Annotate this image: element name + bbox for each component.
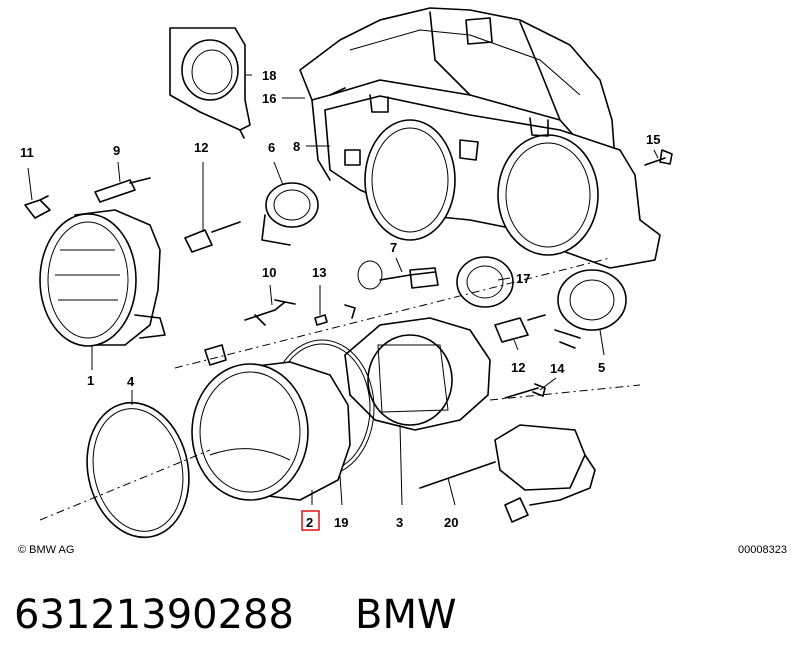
callout-6: 6 (268, 140, 275, 155)
carrier-frame-part-8 (324, 94, 661, 269)
callout-7: 7 (390, 240, 397, 255)
ring-part-4 (86, 401, 190, 539)
clip-part-13 (314, 304, 356, 326)
headlight-part-1 (39, 209, 166, 347)
wire-part-7 (357, 260, 439, 290)
callout-4: 4 (127, 374, 135, 389)
bulb-part-11 (24, 195, 51, 219)
copyright-label: © BMW AG (18, 544, 74, 556)
housing-part-16 (299, 7, 616, 181)
callout-15: 15 (646, 132, 660, 147)
callout-18: 18 (262, 68, 276, 83)
holder-part-6 (261, 182, 319, 246)
callout-12-lower: 12 (511, 360, 525, 375)
motor-part-20 (419, 424, 596, 523)
screw-part-14 (504, 383, 546, 399)
callout-2-highlight-box (301, 510, 320, 531)
holder-part-17 (456, 256, 514, 308)
callout-10: 10 (262, 265, 276, 280)
fog-light-part-2 (191, 344, 351, 501)
part-number-caption: 63121390288 (14, 592, 294, 638)
screw-part-15 (644, 149, 673, 166)
callout-20: 20 (444, 515, 458, 530)
callout-9: 9 (113, 143, 120, 158)
callout-17: 17 (516, 271, 530, 286)
reflector-part-3 (344, 317, 491, 431)
callout-5: 5 (598, 360, 605, 375)
callout-19: 19 (334, 515, 348, 530)
socket-part-9 (94, 177, 151, 203)
callout-1: 1 (87, 373, 94, 388)
callout-14: 14 (550, 361, 565, 376)
leader-lines (27, 74, 659, 506)
callout-13: 13 (312, 265, 326, 280)
callout-16: 16 (262, 91, 276, 106)
callout-labels: 18 16 11 9 12 6 8 15 7 10 13 17 12 14 5 … (20, 68, 660, 531)
socket-part-5 (554, 269, 627, 349)
bulb-part-12-upper (184, 221, 241, 253)
alignment-line (489, 384, 641, 401)
callout-3: 3 (396, 515, 403, 530)
trim-part-18 (169, 27, 251, 139)
alignment-line (174, 257, 611, 369)
callout-8: 8 (293, 139, 300, 154)
callout-12-upper: 12 (194, 140, 208, 155)
callout-11: 11 (20, 145, 34, 160)
bulb-part-10 (244, 299, 296, 326)
brand-caption: BMW (355, 592, 457, 638)
diagram-number: 00008323 (738, 544, 787, 556)
callout-2: 2 (306, 515, 313, 530)
bulb-part-12-lower (494, 314, 546, 343)
alignment-line (39, 449, 211, 521)
